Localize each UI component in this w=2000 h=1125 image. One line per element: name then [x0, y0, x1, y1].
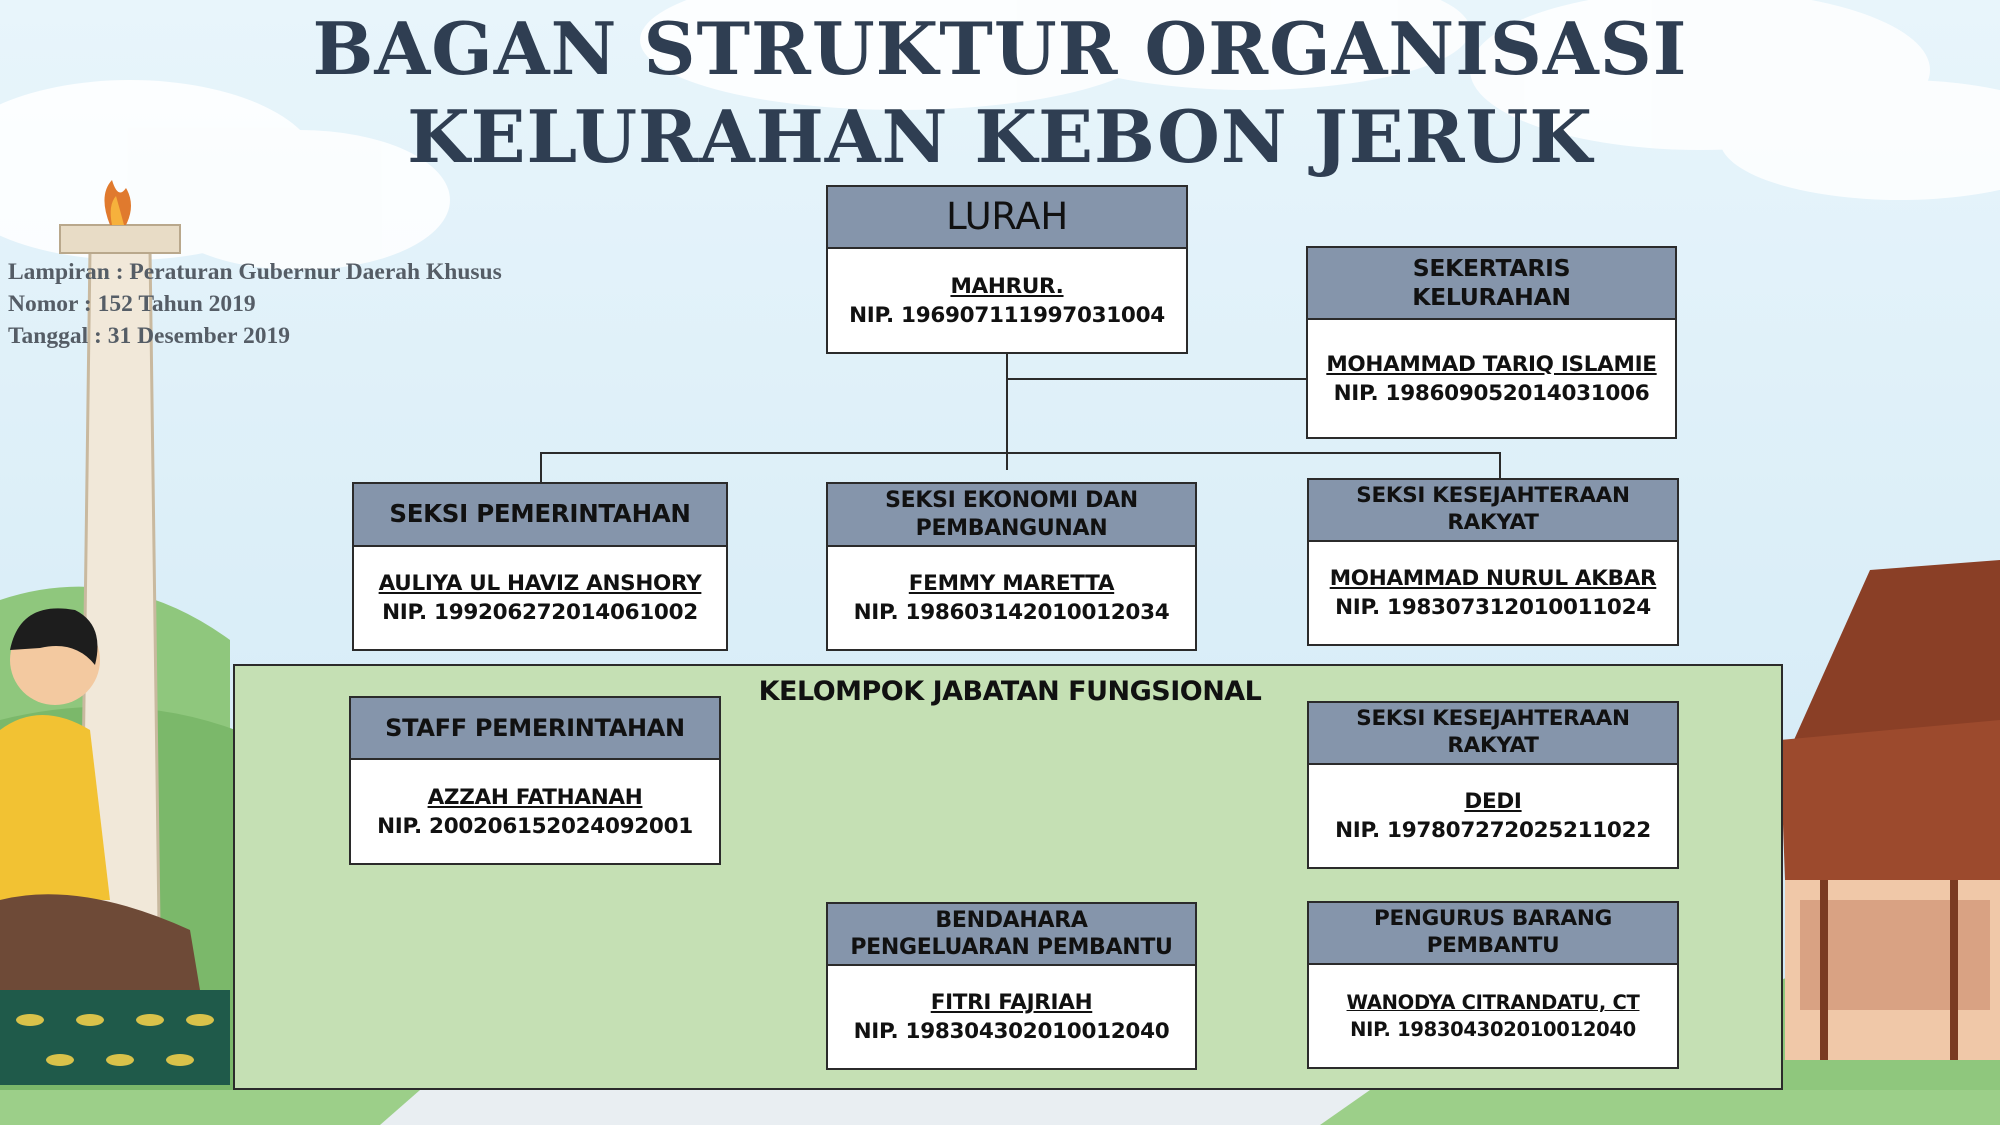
bendahara-heading: BENDAHARA PENGELUARAN PEMBANTU	[828, 904, 1195, 966]
lurah-heading: LURAH	[828, 187, 1186, 249]
connector-lurah-vertical	[1006, 352, 1008, 470]
pengurus-barang-box: PENGURUS BARANG PEMBANTU WANODYA CITRAND…	[1307, 901, 1679, 1069]
seksi-pemerintahan-heading: SEKSI PEMERINTAHAN	[354, 484, 726, 547]
sekretaris-heading-line1: SEKERTARIS	[1412, 253, 1571, 282]
seksi-ekonomi-heading-line1: SEKSI EKONOMI DAN	[885, 488, 1138, 513]
lampiran-note: Lampiran : Peraturan Gubernur Daerah Khu…	[8, 256, 502, 352]
sekretaris-name: MOHAMMAD TARIQ ISLAMIE	[1326, 351, 1657, 377]
bendahara-box: BENDAHARA PENGELUARAN PEMBANTU FITRI FAJ…	[826, 902, 1197, 1070]
seksi-kesra-nip: NIP. 198307312010011024	[1335, 595, 1651, 620]
sekretaris-heading-line2: KELURAHAN	[1412, 283, 1571, 311]
seksi-ekonomi-box: SEKSI EKONOMI DAN PEMBANGUNAN FEMMY MARE…	[826, 482, 1197, 651]
seksi-pemerintahan-nip: NIP. 199206272014061002	[382, 600, 698, 625]
bendahara-heading-line1: BENDAHARA	[935, 907, 1088, 933]
tanggal-line: Tanggal : 31 Desember 2019	[8, 323, 290, 349]
pengurus-barang-heading: PENGURUS BARANG PEMBANTU	[1309, 903, 1677, 965]
person-illustration	[0, 608, 230, 1085]
sekretaris-box: SEKERTARIS KELURAHAN MOHAMMAD TARIQ ISLA…	[1306, 246, 1677, 439]
pengurus-barang-name: WANODYA CITRANDATU, CT	[1346, 991, 1640, 1014]
seksi-kesra-2-heading: SEKSI KESEJAHTERAAN RAKYAT	[1309, 703, 1677, 765]
lurah-name: MAHRUR.	[950, 273, 1064, 299]
nomor-line: Nomor : 152 Tahun 2019	[8, 291, 256, 317]
seksi-pemerintahan-box: SEKSI PEMERINTAHAN AULIYA UL HAVIZ ANSHO…	[352, 482, 728, 651]
connector-sekretaris	[1006, 378, 1308, 380]
kelompok-jabatan-title: KELOMPOK JABATAN FUNGSIONAL	[758, 676, 1262, 707]
lurah-box: LURAH MAHRUR. NIP. 196907111997031004	[826, 185, 1188, 354]
connector-seksi-pemerintahan	[540, 452, 542, 484]
seksi-ekonomi-name: FEMMY MARETTA	[908, 571, 1115, 596]
chart-title-line2: KELURAHAN KEBON JERUK	[407, 94, 1593, 179]
connector-seksi-horizontal	[540, 452, 1501, 454]
pengurus-barang-nip: NIP. 198304302010012040	[1350, 1018, 1636, 1041]
bendahara-nip: NIP. 198304302010012040	[853, 1019, 1170, 1044]
staff-pemerintahan-box: STAFF PEMERINTAHAN AZZAH FATHANAH NIP. 2…	[349, 696, 721, 865]
seksi-ekonomi-heading-line2: PEMBANGUNAN	[915, 515, 1108, 541]
lampiran-line: Lampiran : Peraturan Gubernur Daerah Khu…	[8, 259, 502, 285]
seksi-kesra-2-box: SEKSI KESEJAHTERAAN RAKYAT DEDI NIP. 197…	[1307, 701, 1679, 869]
chart-title-line1: BAGAN STRUKTUR ORGANISASI	[312, 6, 1688, 91]
connector-seksi-kesra	[1499, 452, 1501, 480]
seksi-ekonomi-nip: NIP. 198603142010012034	[853, 600, 1170, 625]
sekretaris-heading: SEKERTARIS KELURAHAN	[1308, 248, 1675, 320]
seksi-kesra-name: MOHAMMAD NURUL AKBAR	[1329, 566, 1657, 591]
sekretaris-nip: NIP. 198609052014031006	[1333, 380, 1650, 406]
seksi-kesra-2-name: DEDI	[1464, 789, 1522, 814]
staff-pemerintahan-nip: NIP. 200206152024092001	[377, 813, 693, 839]
seksi-kesra-2-nip: NIP. 197807272025211022	[1335, 818, 1651, 843]
bendahara-name: FITRI FAJRIAH	[930, 990, 1093, 1015]
cloud-shapes	[0, 0, 2000, 270]
lurah-nip: NIP. 196907111997031004	[849, 302, 1165, 328]
seksi-pemerintahan-name: AULIYA UL HAVIZ ANSHORY	[378, 571, 702, 596]
house-illustration	[1780, 560, 2000, 1060]
staff-pemerintahan-heading: STAFF PEMERINTAHAN	[351, 698, 719, 760]
seksi-ekonomi-heading: SEKSI EKONOMI DAN PEMBANGUNAN	[828, 484, 1195, 547]
staff-pemerintahan-name: AZZAH FATHANAH	[427, 784, 643, 810]
seksi-kesra-heading: SEKSI KESEJAHTERAAN RAKYAT	[1309, 480, 1677, 542]
seksi-kesra-box: SEKSI KESEJAHTERAAN RAKYAT MOHAMMAD NURU…	[1307, 478, 1679, 646]
bendahara-heading-line2: PENGELUARAN PEMBANTU	[850, 935, 1173, 960]
